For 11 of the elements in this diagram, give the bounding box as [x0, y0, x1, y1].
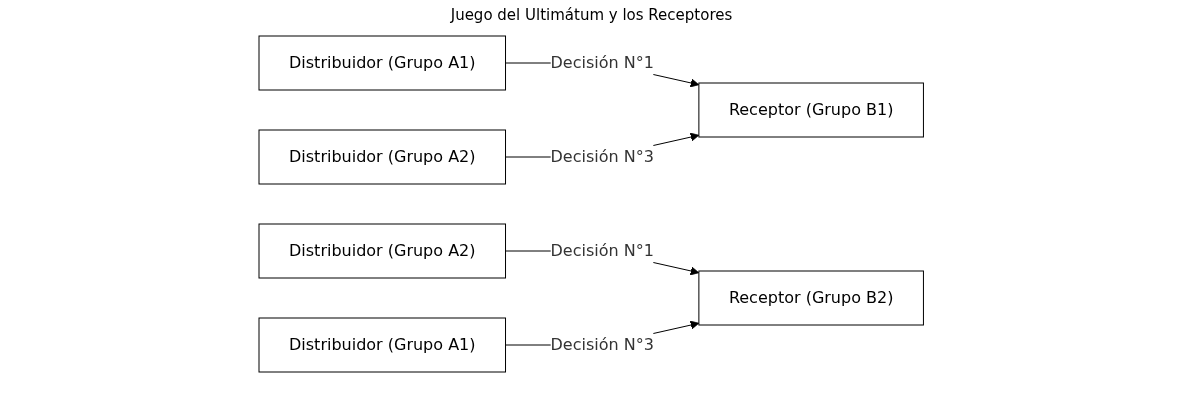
node-box: Distribuidor (Grupo A1)	[258, 317, 507, 373]
edge-label: Decisión N°3	[550, 147, 655, 166]
edge-label: Decisión N°1	[550, 241, 655, 260]
node-box: Receptor (Grupo B1)	[698, 82, 925, 138]
node-box: Distribuidor (Grupo A2)	[258, 223, 507, 279]
node-box: Distribuidor (Grupo A1)	[258, 35, 507, 91]
node-box: Distribuidor (Grupo A2)	[258, 129, 507, 185]
diagram-title: Juego del Ultimátum y los Receptores	[449, 6, 734, 24]
edge-label: Decisión N°3	[550, 335, 655, 354]
node-box: Receptor (Grupo B2)	[698, 270, 925, 326]
edge-label: Decisión N°1	[550, 53, 655, 72]
